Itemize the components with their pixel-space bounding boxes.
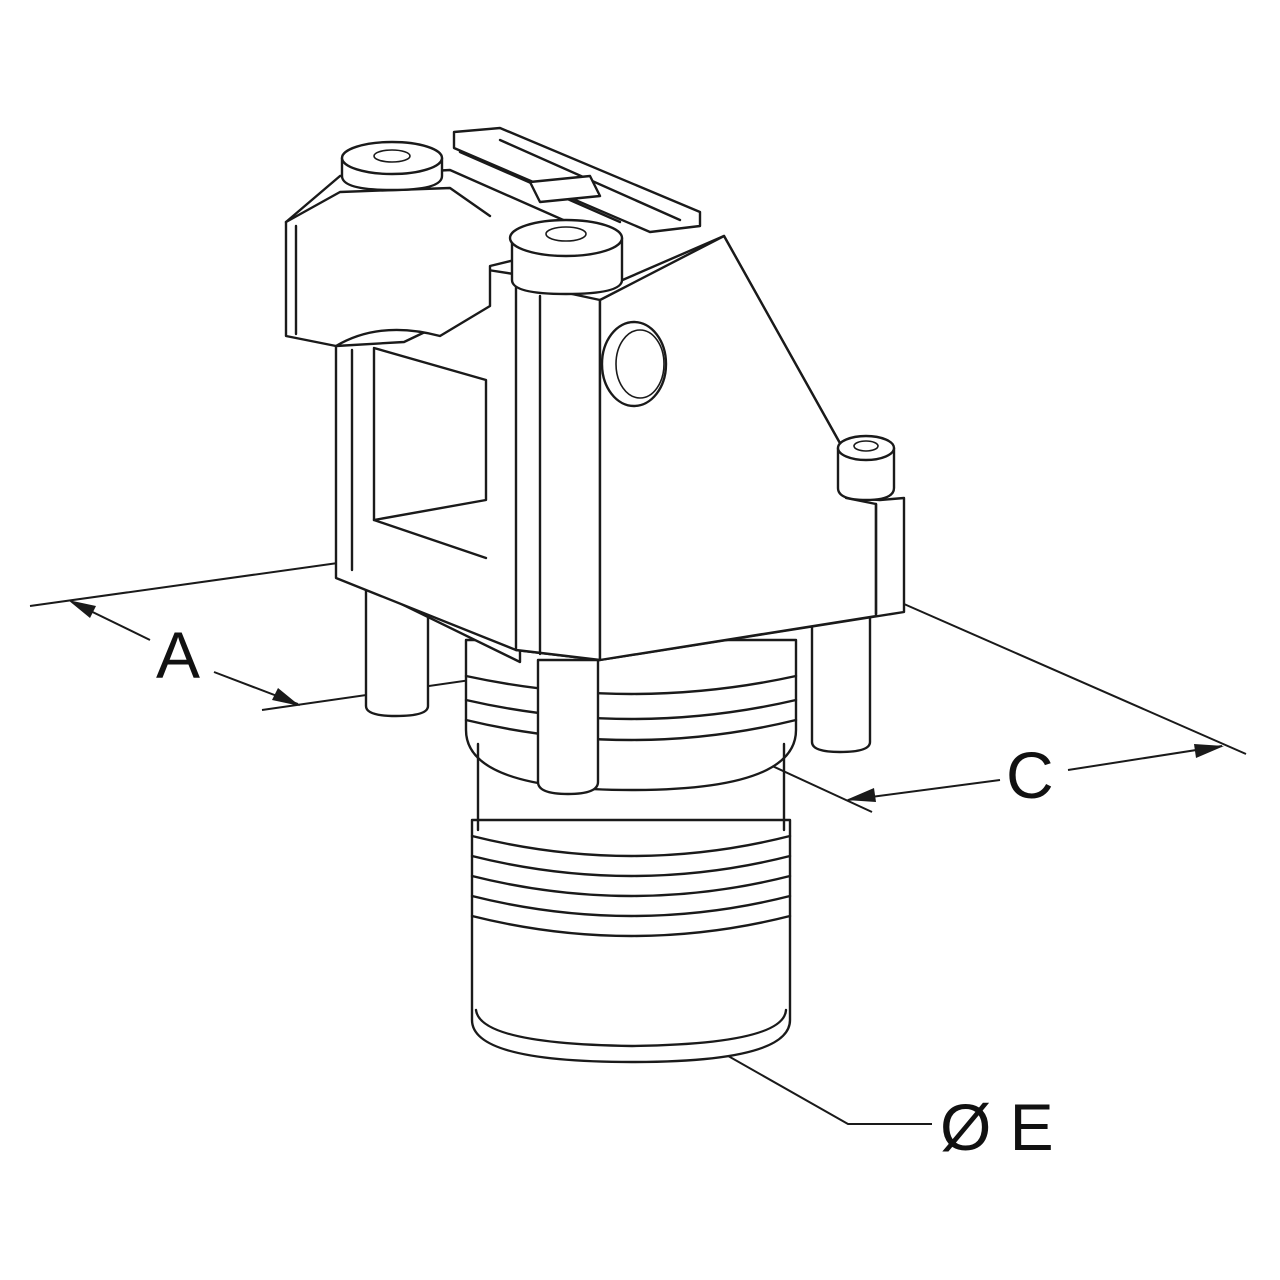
side-hole-inner <box>615 329 665 399</box>
screw-right-body <box>836 446 896 502</box>
dimension-a-arrow-bottom <box>272 688 300 706</box>
screw-front-socket <box>545 226 587 242</box>
cylinder-groove-5 <box>470 914 792 938</box>
dimension-c-label: C <box>1006 738 1054 812</box>
cylinder-groove-3 <box>470 874 792 898</box>
cylinder-groove-4 <box>470 894 792 918</box>
window-bottom-edge <box>372 518 488 560</box>
dimension-c-arrow-right <box>1194 744 1224 758</box>
dimension-c-extension-right <box>903 603 1247 755</box>
cylinder-neck <box>464 638 798 792</box>
cylinder-groove-1 <box>470 834 792 858</box>
pin-front <box>536 658 600 796</box>
dimension-a-extension-top <box>29 561 346 607</box>
screw-top-left-socket <box>373 149 411 163</box>
top-rail-block <box>528 174 602 204</box>
clamp-part <box>284 126 906 1064</box>
dimension-e-leader <box>699 1039 932 1125</box>
neck-ring-3 <box>464 718 798 742</box>
block-right-face <box>598 234 878 662</box>
screw-right-socket <box>853 440 879 452</box>
neck-ring-2 <box>464 698 798 721</box>
dimension-c-arrow-left <box>846 788 876 802</box>
dimension-a-label: A <box>156 618 200 692</box>
front-column <box>514 280 602 662</box>
cylinder-groove-2 <box>470 854 792 878</box>
neck-ring-1 <box>464 674 798 696</box>
dimension-e-label: Ø E <box>940 1090 1054 1164</box>
cylinder-lower-body <box>470 818 792 1064</box>
cylinder-bottom-edge <box>474 1008 788 1048</box>
block-window <box>372 346 488 522</box>
dimension-lines <box>29 561 1247 1125</box>
dimension-a-arrow-top <box>68 600 96 618</box>
